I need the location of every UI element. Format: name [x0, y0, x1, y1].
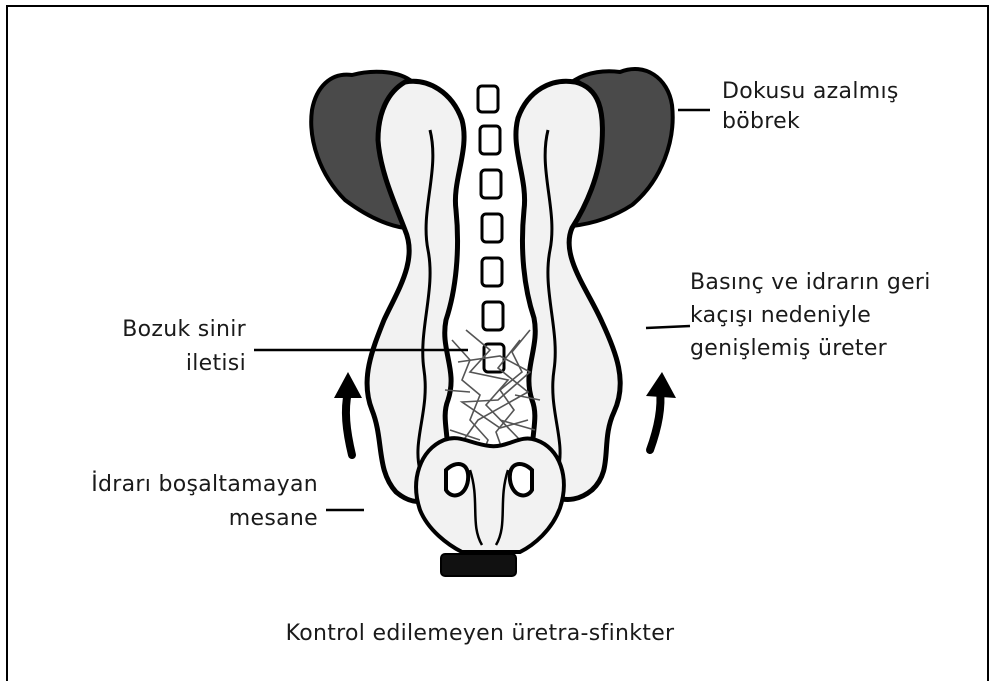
bladder-inner-left — [446, 464, 468, 495]
ureter-label-line-2: kaçışı nedeniyle — [690, 299, 931, 332]
kidney-label-line-2: böbrek — [722, 107, 899, 137]
bladder-label: İdrarı boşaltamayan mesane — [14, 468, 318, 536]
kidney-label-line-1: Dokusu azalmış — [722, 77, 899, 107]
ureter-label-line-3: genişlemiş üreter — [690, 332, 931, 365]
arrow-up-right-icon — [646, 372, 676, 450]
nerve-label: Bozuk sinir iletisi — [60, 313, 246, 381]
vertebra — [481, 170, 501, 198]
nerve-label-line-2: iletisi — [60, 347, 246, 381]
bladder-label-line-1: İdrarı boşaltamayan — [14, 468, 318, 502]
vertebra — [480, 126, 500, 154]
vertebra — [478, 86, 498, 112]
bladder — [416, 438, 564, 552]
vertebra — [482, 258, 502, 286]
vertebra — [482, 214, 502, 242]
bladder-label-line-2: mesane — [14, 502, 318, 536]
ureter-leader-line — [646, 326, 690, 328]
nerve-label-line-1: Bozuk sinir — [60, 313, 246, 347]
sphincter-label: Kontrol edilemeyen üretra-sfinkter — [200, 619, 760, 649]
kidney-label: Dokusu azalmış böbrek — [722, 77, 899, 137]
urethral-sphincter — [441, 554, 516, 576]
vertebra — [483, 302, 503, 330]
spine — [478, 86, 504, 372]
ureter-label: Basınç ve idrarın geri kaçışı nedeniyle … — [690, 266, 931, 365]
ureter-label-line-1: Basınç ve idrarın geri — [690, 266, 931, 299]
bladder-inner-right — [510, 464, 532, 495]
arrow-up-left-icon — [334, 372, 362, 455]
